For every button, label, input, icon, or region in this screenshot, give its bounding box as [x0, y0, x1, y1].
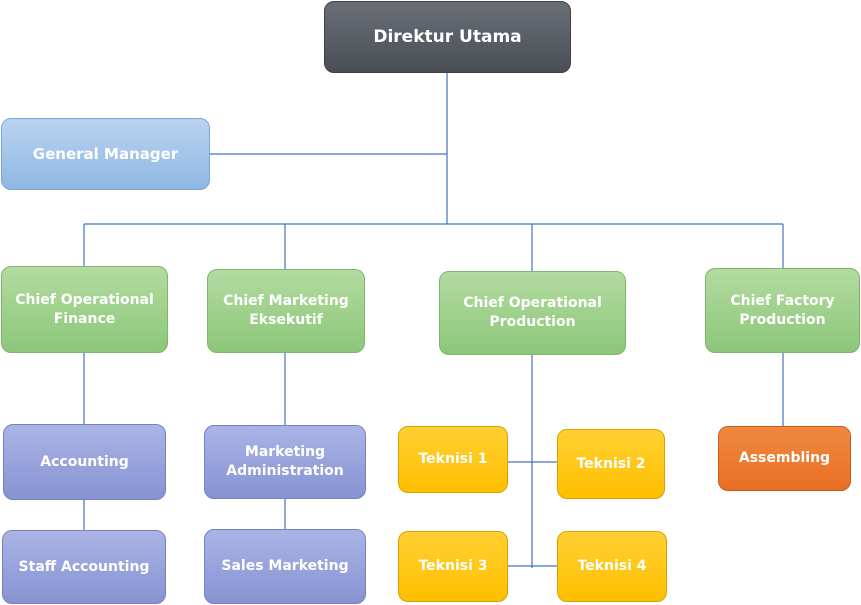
node-teknisi-2: Teknisi 2 [557, 429, 665, 499]
node-teknisi-1: Teknisi 1 [398, 426, 508, 493]
node-sales-marketing: Sales Marketing [204, 529, 366, 604]
node-chief-operational-production: Chief Operational Production [439, 271, 626, 355]
node-chief-marketing-eksekutif: Chief Marketing Eksekutif [207, 269, 365, 353]
node-assembling: Assembling [718, 426, 851, 491]
node-teknisi-3: Teknisi 3 [398, 531, 508, 602]
node-marketing-administration: Marketing Administration [204, 425, 366, 499]
node-accounting: Accounting [3, 424, 166, 500]
node-teknisi-4: Teknisi 4 [557, 531, 667, 602]
node-chief-factory-production: Chief Factory Production [705, 268, 860, 353]
node-direktur-utama: Direktur Utama [324, 1, 571, 73]
node-general-manager: General Manager [1, 118, 210, 190]
node-staff-accounting: Staff Accounting [2, 530, 166, 604]
node-chief-operational-finance: Chief Operational Finance [1, 266, 168, 353]
